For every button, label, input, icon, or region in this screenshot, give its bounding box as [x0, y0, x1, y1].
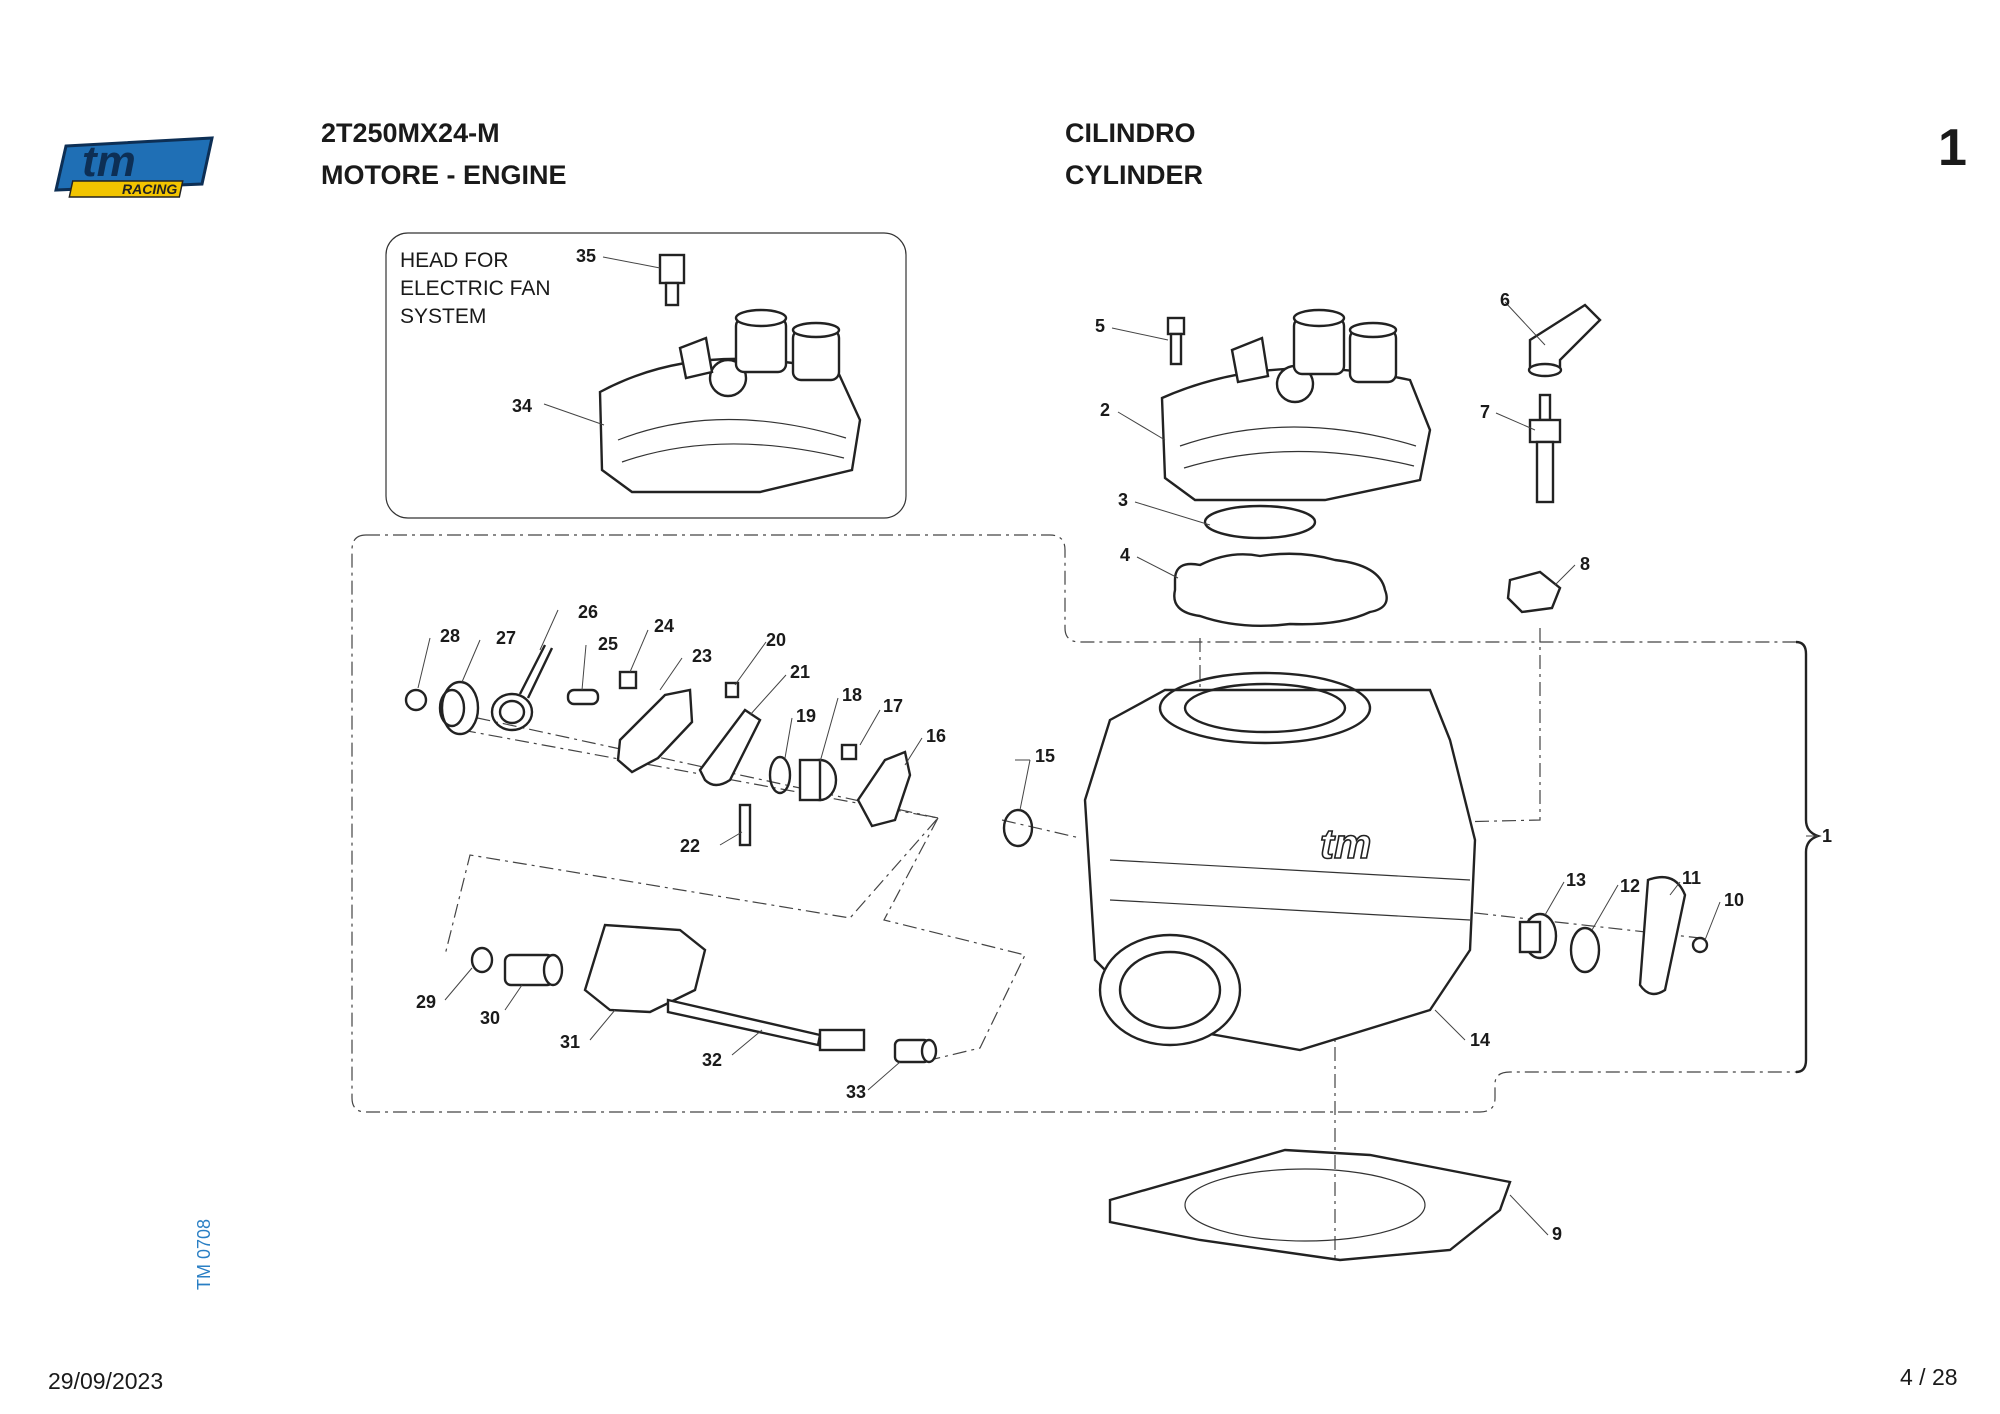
- callout-29: 29: [416, 992, 436, 1012]
- callout-15: 15: [1035, 746, 1055, 766]
- callout-25: 25: [598, 634, 618, 654]
- footer-page: 4 / 28: [1900, 1364, 1958, 1390]
- part-23-lever: [616, 688, 694, 774]
- section-title-it: CILINDRO: [1065, 118, 1196, 148]
- callout-35: 35: [576, 246, 596, 266]
- part-17-screw: [840, 743, 858, 761]
- leader-lines: [417, 256, 1818, 1236]
- callout-3: 3: [1118, 490, 1128, 510]
- part-10-screw: [1691, 936, 1709, 954]
- callout-9: 9: [1552, 1224, 1562, 1244]
- part-13-bushing: [1518, 912, 1558, 960]
- logo-subtext: RACING: [122, 181, 177, 197]
- valve-assembly-guide-line: [444, 729, 940, 956]
- callout-17: 17: [883, 696, 903, 716]
- part-4-head-gasket: [1173, 552, 1388, 627]
- callout-8: 8: [1580, 554, 1590, 574]
- inset-note-line-3: SYSTEM: [400, 305, 486, 328]
- nut-to-cylinder-guide: [1454, 628, 1541, 823]
- callout-20: 20: [766, 630, 786, 650]
- part-34-head-electric-fan: [598, 308, 862, 494]
- callout-10: 10: [1724, 890, 1744, 910]
- callout-24: 24: [654, 616, 674, 636]
- logo-text: tm: [82, 137, 136, 186]
- callout-28: 28: [440, 626, 460, 646]
- valve-assembly-guide-line-2: [883, 817, 1026, 1061]
- callout-16: 16: [926, 726, 946, 746]
- part-7-spark-plug: [1528, 393, 1562, 504]
- callout-12: 12: [1620, 876, 1640, 896]
- part-33-bushing: [893, 1038, 938, 1064]
- part-18-bushing: [798, 758, 838, 802]
- callout-32: 32: [702, 1050, 722, 1070]
- inset-box: [385, 232, 907, 519]
- callout-23: 23: [692, 646, 712, 666]
- callout-1: 1: [1822, 826, 1832, 846]
- part-9-base-gasket: [1108, 1148, 1512, 1262]
- part-29-circlip: [470, 946, 494, 974]
- part-12-o-ring: [1569, 926, 1601, 974]
- callout-34: 34: [512, 396, 532, 416]
- callout-30: 30: [480, 1008, 500, 1028]
- part-16-flange: [856, 750, 912, 828]
- cylinder-tm-mark: tm: [1320, 820, 1371, 867]
- footer-date: 29/09/2023: [48, 1368, 164, 1394]
- valve-axis-2: [1001, 819, 1081, 839]
- callout-13: 13: [1566, 870, 1586, 890]
- callout-27: 27: [496, 628, 516, 648]
- callout-26: 26: [578, 602, 598, 622]
- part-15-circlip: [1002, 808, 1034, 848]
- part-5-bolt: [1166, 316, 1186, 336]
- part-22-bolt: [738, 803, 752, 847]
- part-21-arm: [698, 708, 762, 787]
- part-19-circlip: [768, 755, 792, 795]
- part-20-nut: [724, 681, 740, 699]
- callout-4: 4: [1120, 545, 1130, 565]
- tm-racing-logo-icon: tm RACING: [54, 136, 214, 198]
- callout-31: 31: [560, 1032, 580, 1052]
- group-brace: [1795, 640, 1822, 1074]
- callout-22: 22: [680, 836, 700, 856]
- section-title-en: CYLINDER: [1065, 160, 1204, 190]
- group-outline-bottom: [351, 534, 1796, 1113]
- part-8-nut: [1506, 570, 1562, 614]
- part-3-o-ring: [1203, 504, 1317, 540]
- part-35-sensor: [658, 253, 686, 307]
- callout-5: 5: [1095, 316, 1105, 336]
- callout-11: 11: [1682, 868, 1701, 888]
- part-24-screw: [618, 670, 638, 690]
- part-31-valve-blade: [583, 923, 707, 1014]
- callout-33: 33: [846, 1082, 866, 1102]
- brand-logo: tm RACING: [52, 128, 222, 203]
- part-11-cover: [1638, 875, 1687, 996]
- callout-14: 14: [1470, 1030, 1490, 1050]
- part-27-cap: [438, 680, 480, 736]
- part-26-spring: [490, 644, 554, 732]
- inset-note-line-2: ELECTRIC FAN: [400, 277, 551, 300]
- inset-note-line-1: HEAD FOR: [400, 249, 509, 272]
- part-28-nut: [404, 688, 428, 712]
- part-32-shaft: [666, 998, 866, 1052]
- valve-axis: [449, 711, 939, 819]
- callout-6: 6: [1500, 290, 1510, 310]
- model-code: 2T250MX24-M: [321, 118, 500, 148]
- callout-21: 21: [790, 662, 810, 682]
- callout-18: 18: [842, 685, 862, 705]
- part-6-plug-cap: [1527, 303, 1602, 378]
- part-25-pin: [566, 688, 600, 706]
- callout-2: 2: [1100, 400, 1110, 420]
- part-14-cylinder: tm: [1083, 671, 1477, 1052]
- part-2-cylinder-head: [1160, 308, 1432, 502]
- callout-7: 7: [1480, 402, 1490, 422]
- table-number: 1: [1938, 119, 1967, 177]
- callout-19: 19: [796, 706, 816, 726]
- part-30-bushing: [503, 953, 564, 987]
- group-name: MOTORE - ENGINE: [321, 160, 567, 190]
- group-outline-top: [366, 534, 1796, 643]
